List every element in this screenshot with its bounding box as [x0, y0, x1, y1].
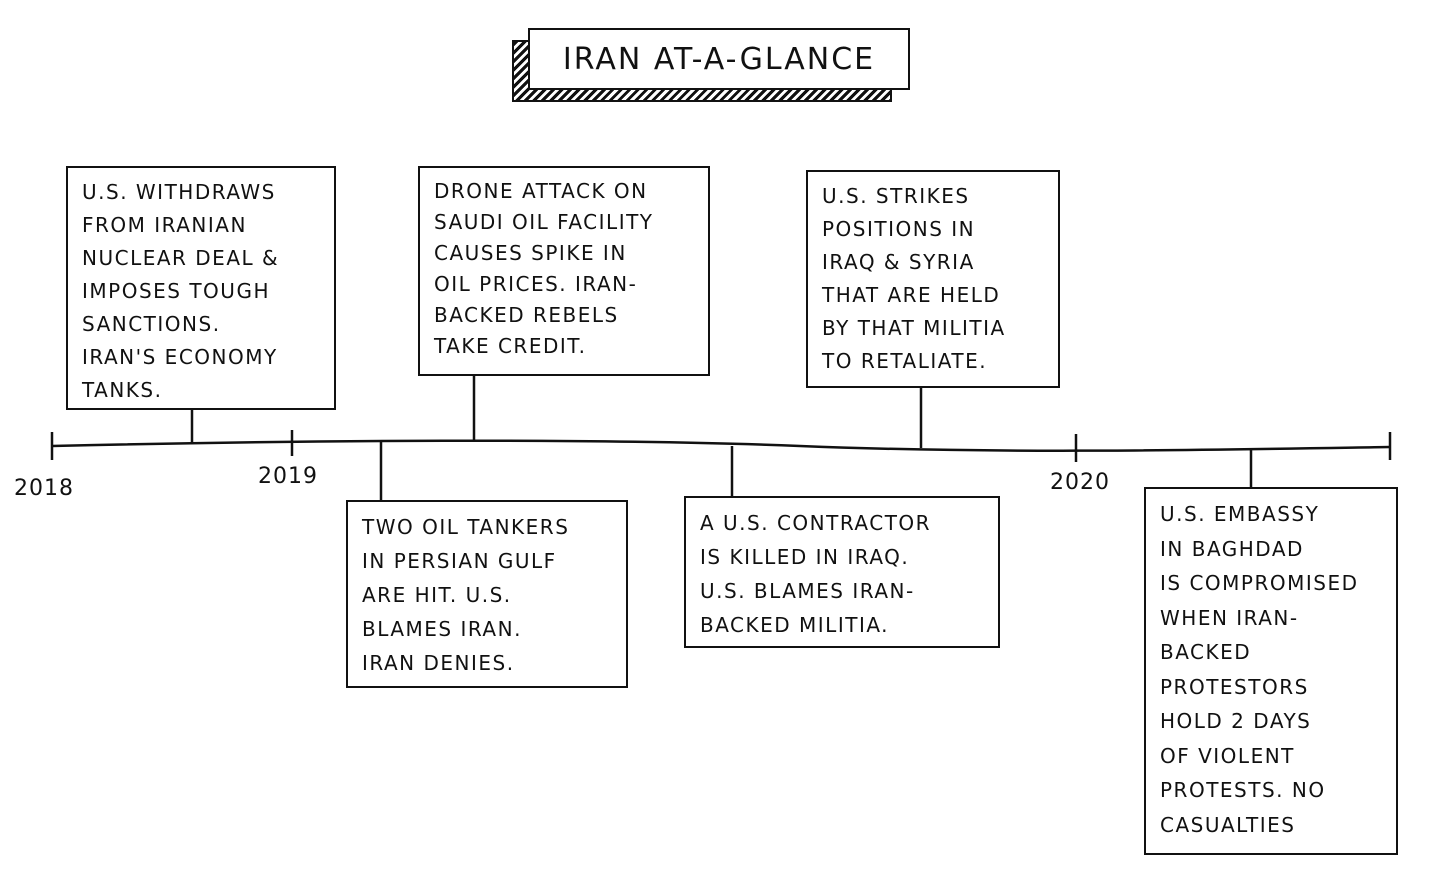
year-label-2019: 2019: [258, 464, 318, 489]
year-label-2018: 2018: [14, 476, 74, 501]
event-box-tankers-hit: TWO OIL TANKERS IN PERSIAN GULF ARE HIT.…: [346, 500, 628, 688]
event-box-embassy-compromised: U.S. EMBASSY IN BAGHDAD IS COMPROMISED W…: [1144, 487, 1398, 855]
event-box-drone-attack: DRONE ATTACK ON SAUDI OIL FACILITY CAUSE…: [418, 166, 710, 376]
event-box-us-strikes: U.S. STRIKES POSITIONS IN IRAQ & SYRIA T…: [806, 170, 1060, 388]
event-box-us-withdraws: U.S. WITHDRAWS FROM IRANIAN NUCLEAR DEAL…: [66, 166, 336, 410]
timeline-axis: [51, 439, 1391, 452]
event-box-contractor-killed: A U.S. CONTRACTOR IS KILLED IN IRAQ. U.S…: [684, 496, 1000, 648]
title-banner: IRAN AT-A-GLANCE: [512, 28, 910, 102]
page-title: IRAN AT-A-GLANCE: [528, 28, 910, 90]
year-label-2020: 2020: [1050, 470, 1110, 495]
